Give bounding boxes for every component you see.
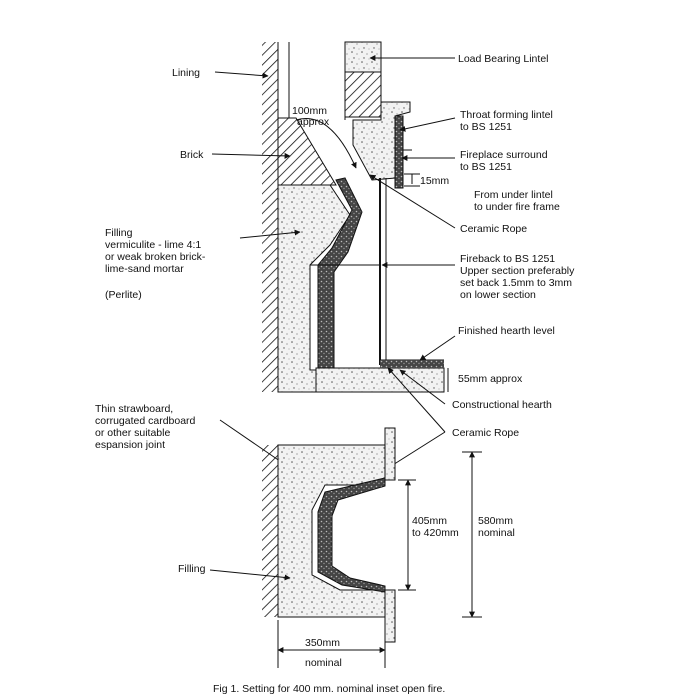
label-filling-2: vermiculite - lime 4:1 [105,239,201,251]
throat-lintel [352,101,411,181]
label-fireback-4: on lower section [460,289,536,301]
load-lintel-top [344,41,382,73]
label-fireback-2: Upper section preferably [460,265,575,277]
label-100mm-1: 100mm [292,105,327,117]
label-350-2: nominal [305,657,342,669]
label-throat-2: to BS 1251 [460,121,512,133]
hearth-slab [315,367,445,393]
brick-corbel [277,117,337,186]
label-350-1: 350mm [305,637,340,649]
label-load-lintel: Load Bearing Lintel [458,53,549,65]
wall-hatch [262,42,278,392]
label-strawboard-4: espansion joint [95,439,165,451]
label-filling-1: Filling [105,227,133,239]
label-brick: Brick [180,149,204,161]
label-filling-3: or weak broken brick- [105,251,206,263]
figure-caption: Fig 1. Setting for 400 mm. nominal inset… [213,683,445,695]
label-strawboard-2: corrugated cardboard [95,415,196,427]
label-from-under-2: to under fire frame [474,201,560,213]
label-ceramic-rope-bottom: Ceramic Rope [452,427,519,439]
label-405-1: 405mm [412,515,447,527]
label-lining: Lining [172,67,200,79]
label-surround-2: to BS 1251 [460,161,512,173]
label-fireback-1: Fireback to BS 1251 [460,253,555,265]
label-from-under-1: From under lintel [474,189,553,201]
plan-fireback [317,477,386,593]
label-fireback-3: set back 1.5mm to 3mm [460,277,572,289]
label-hearth-level: Finished hearth level [458,325,555,337]
plan-wall-hatch [262,445,278,617]
label-strawboard-1: Thin strawboard, [95,403,173,415]
label-throat-1: Throat forming lintel [460,109,553,121]
label-constructional: Constructional hearth [452,399,552,411]
label-15mm: 15mm [420,175,449,187]
label-100mm-2: approx [297,116,330,128]
filling-section [277,184,351,393]
label-580-2: nominal [478,527,515,539]
label-filling-plan: Filling [178,563,206,575]
label-405-2: to 420mm [412,527,459,539]
label-surround-1: Fireplace surround [460,149,548,161]
load-lintel-hatch [344,71,382,118]
finished-hearth [380,360,444,368]
plan-view [209,427,482,668]
label-filling-4: lime-sand mortar [105,263,184,275]
section-view [211,41,456,469]
label-ceramic-rope-top: Ceramic Rope [460,223,527,235]
label-580-1: 580mm [478,515,513,527]
label-55mm: 55mm approx [458,373,523,385]
plan-surround-bottom [384,589,396,643]
plan-surround-top [384,427,396,481]
label-perlite: (Perlite) [105,289,142,301]
label-strawboard-3: or other suitable [95,427,170,439]
fireplace-surround [394,115,404,189]
